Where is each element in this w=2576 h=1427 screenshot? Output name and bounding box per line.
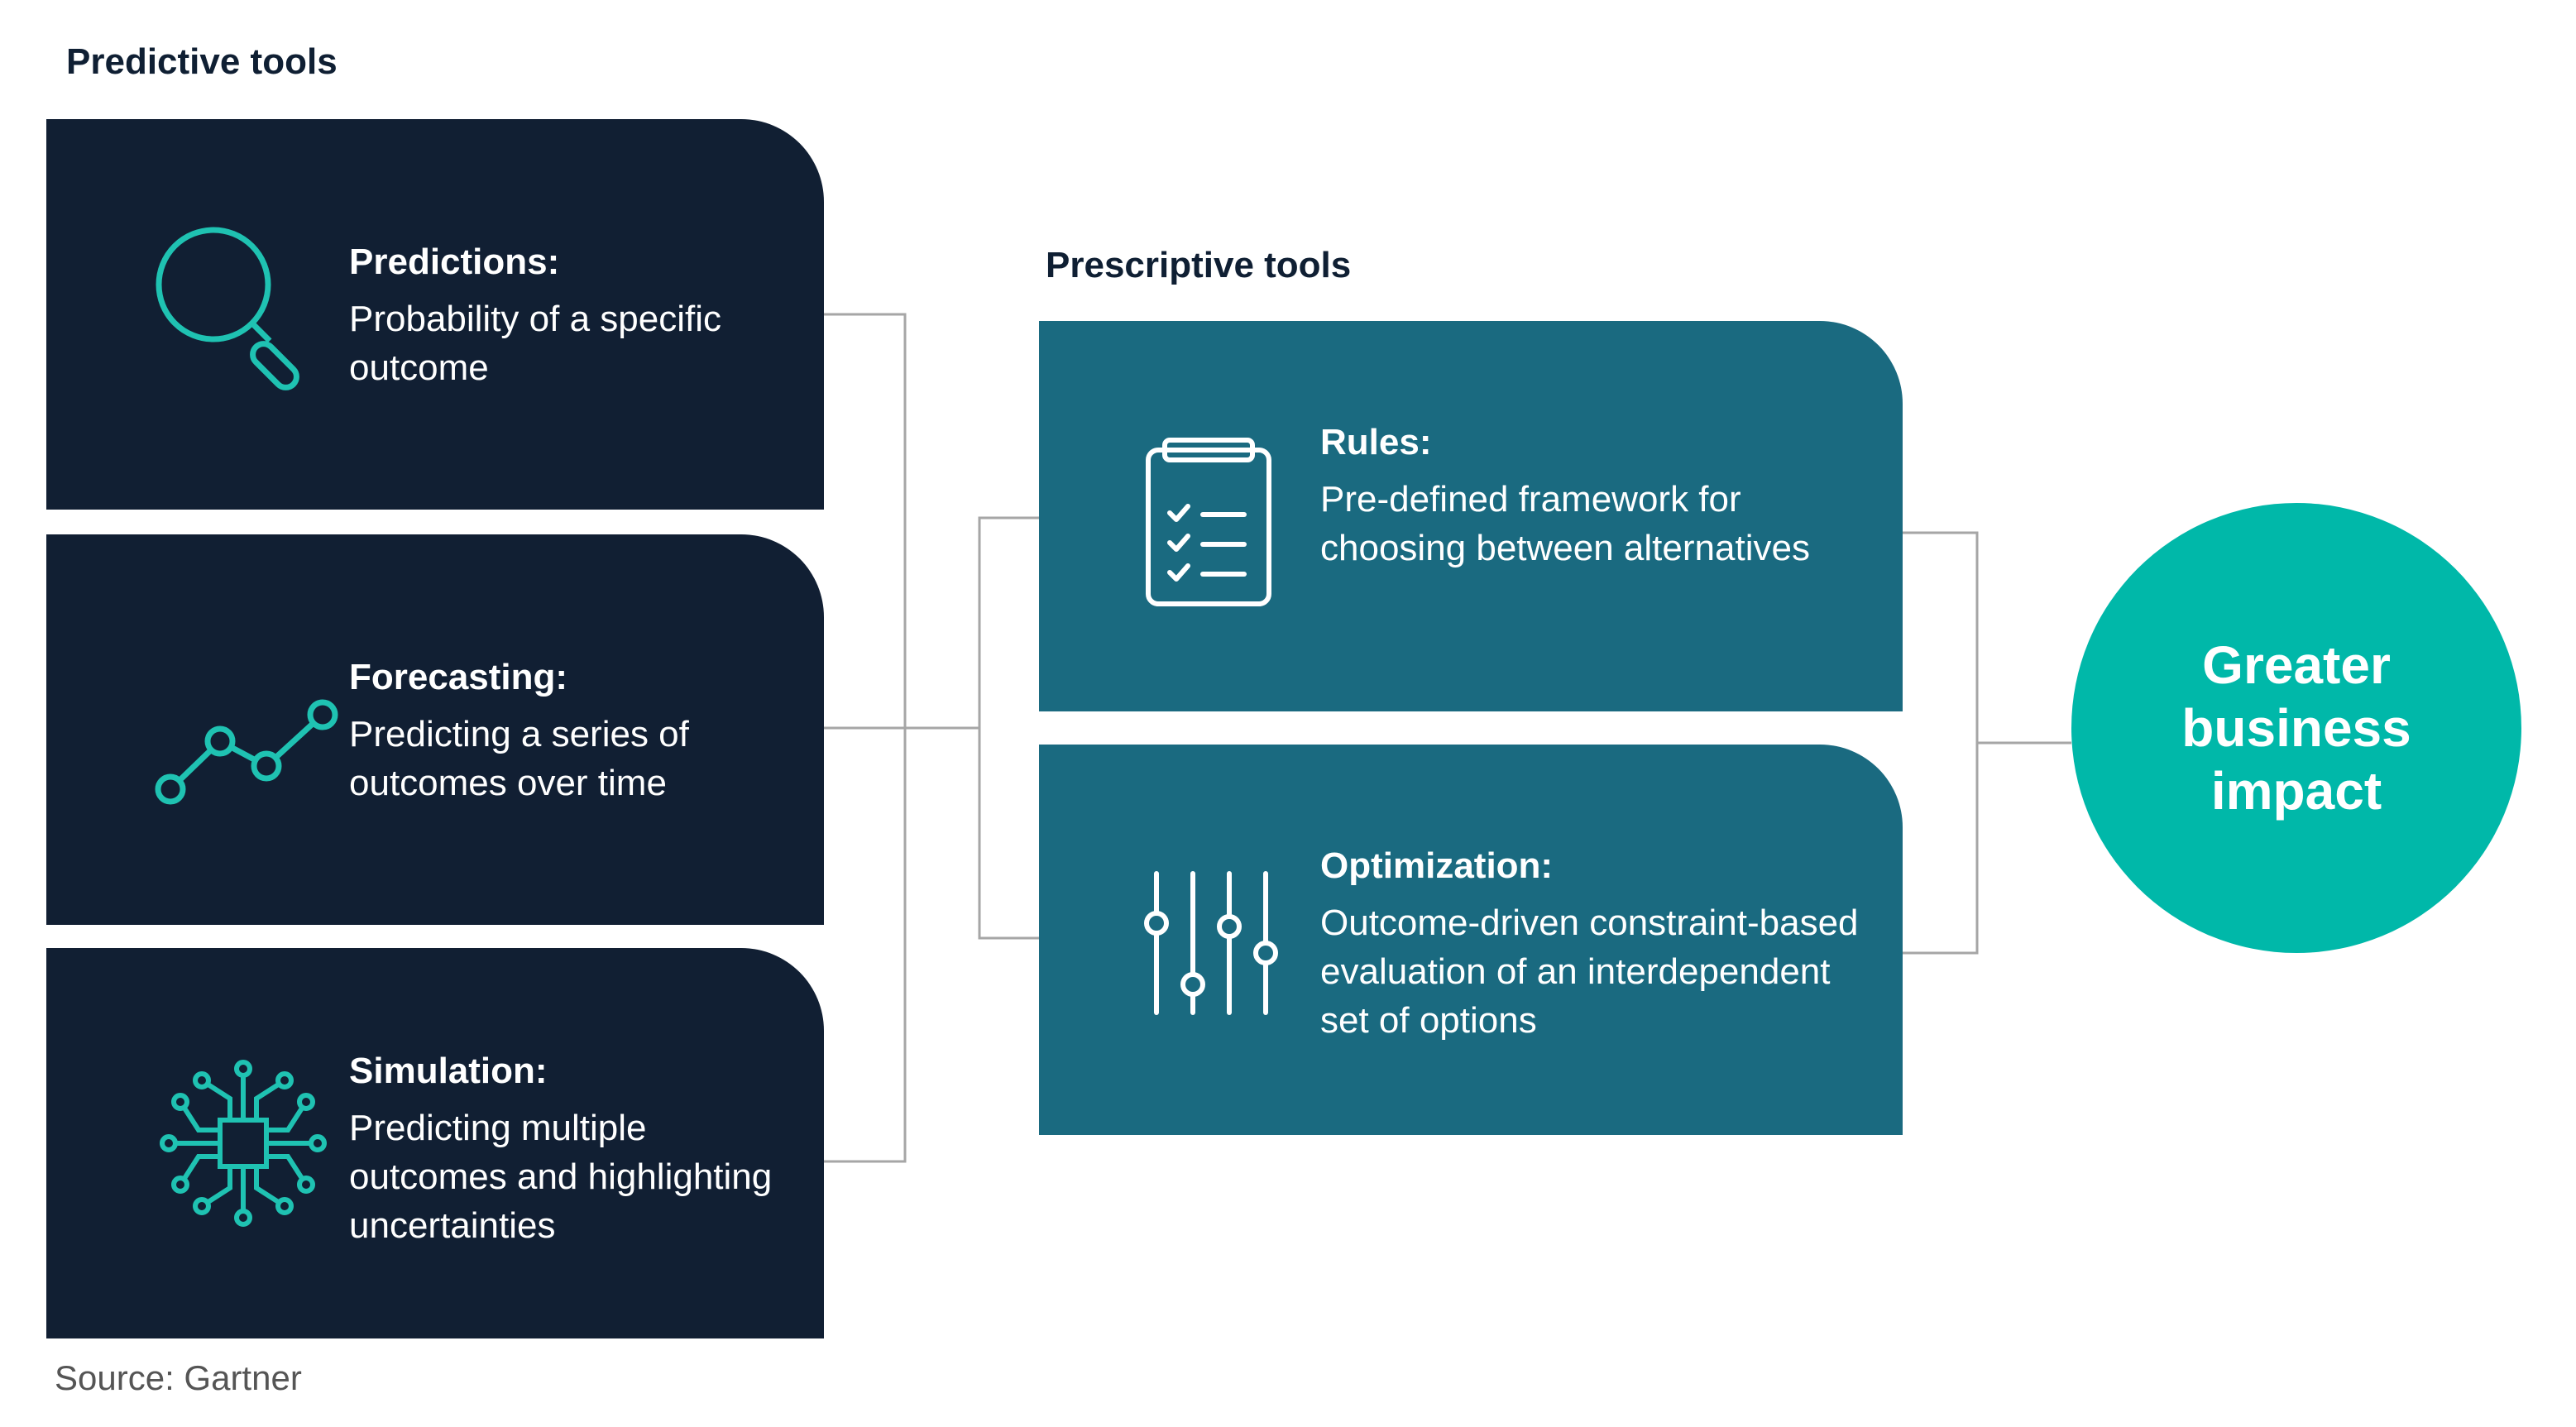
card-description: Probability of a specific outcome xyxy=(349,299,721,388)
predictions-text: Predictions: Probability of a specific o… xyxy=(349,238,812,392)
sliders-icon xyxy=(1144,871,1278,1015)
optimization-card: Optimization: Outcome-driven constraint-… xyxy=(1039,745,1903,1135)
greater-business-impact-circle: Greater business impact xyxy=(2071,503,2521,953)
card-description: Pre-defined framework for choosing betwe… xyxy=(1320,479,1810,568)
rules-card: Rules: Pre-defined framework for choosin… xyxy=(1039,321,1903,711)
impact-label: Greater business impact xyxy=(2181,635,2411,821)
simulation-card: Simulation: Predicting multiple outcomes… xyxy=(46,948,824,1338)
predictions-card: Predictions: Probability of a specific o… xyxy=(46,119,824,510)
card-description: Predicting multiple outcomes and highlig… xyxy=(349,1108,773,1246)
card-title: Rules: xyxy=(1320,422,1432,462)
magnifier-icon xyxy=(156,227,299,390)
simulation-text: Simulation: Predicting multiple outcomes… xyxy=(349,1047,812,1250)
source-note: Source: Gartner xyxy=(55,1358,302,1397)
predictive-bracket xyxy=(824,313,907,1163)
forecasting-card: Forecasting: Predicting a series of outc… xyxy=(46,534,824,925)
card-title: Predictions: xyxy=(349,242,560,282)
card-description: Predicting a series of outcomes over tim… xyxy=(349,714,689,803)
predictive-tools-heading: Predictive tools xyxy=(66,41,338,82)
prescriptive-tools-heading: Prescriptive tools xyxy=(1046,245,1352,285)
line-chart-icon xyxy=(155,699,338,805)
card-title: Optimization: xyxy=(1320,845,1554,886)
card-title: Simulation: xyxy=(349,1051,548,1091)
rules-text: Rules: Pre-defined framework for choosin… xyxy=(1320,419,1883,572)
optimization-text: Optimization: Outcome-driven constraint-… xyxy=(1320,842,1883,1045)
checklist-clipboard-icon xyxy=(1146,438,1271,606)
card-title: Forecasting: xyxy=(349,657,568,697)
outcome-bracket xyxy=(1903,531,1979,955)
forecasting-text: Forecasting: Predicting a series of outc… xyxy=(349,654,812,807)
card-description: Outcome-driven constraint-based evaluati… xyxy=(1320,903,1859,1041)
circuit-chip-icon xyxy=(160,1060,327,1227)
prescriptive-bracket xyxy=(978,516,1039,940)
